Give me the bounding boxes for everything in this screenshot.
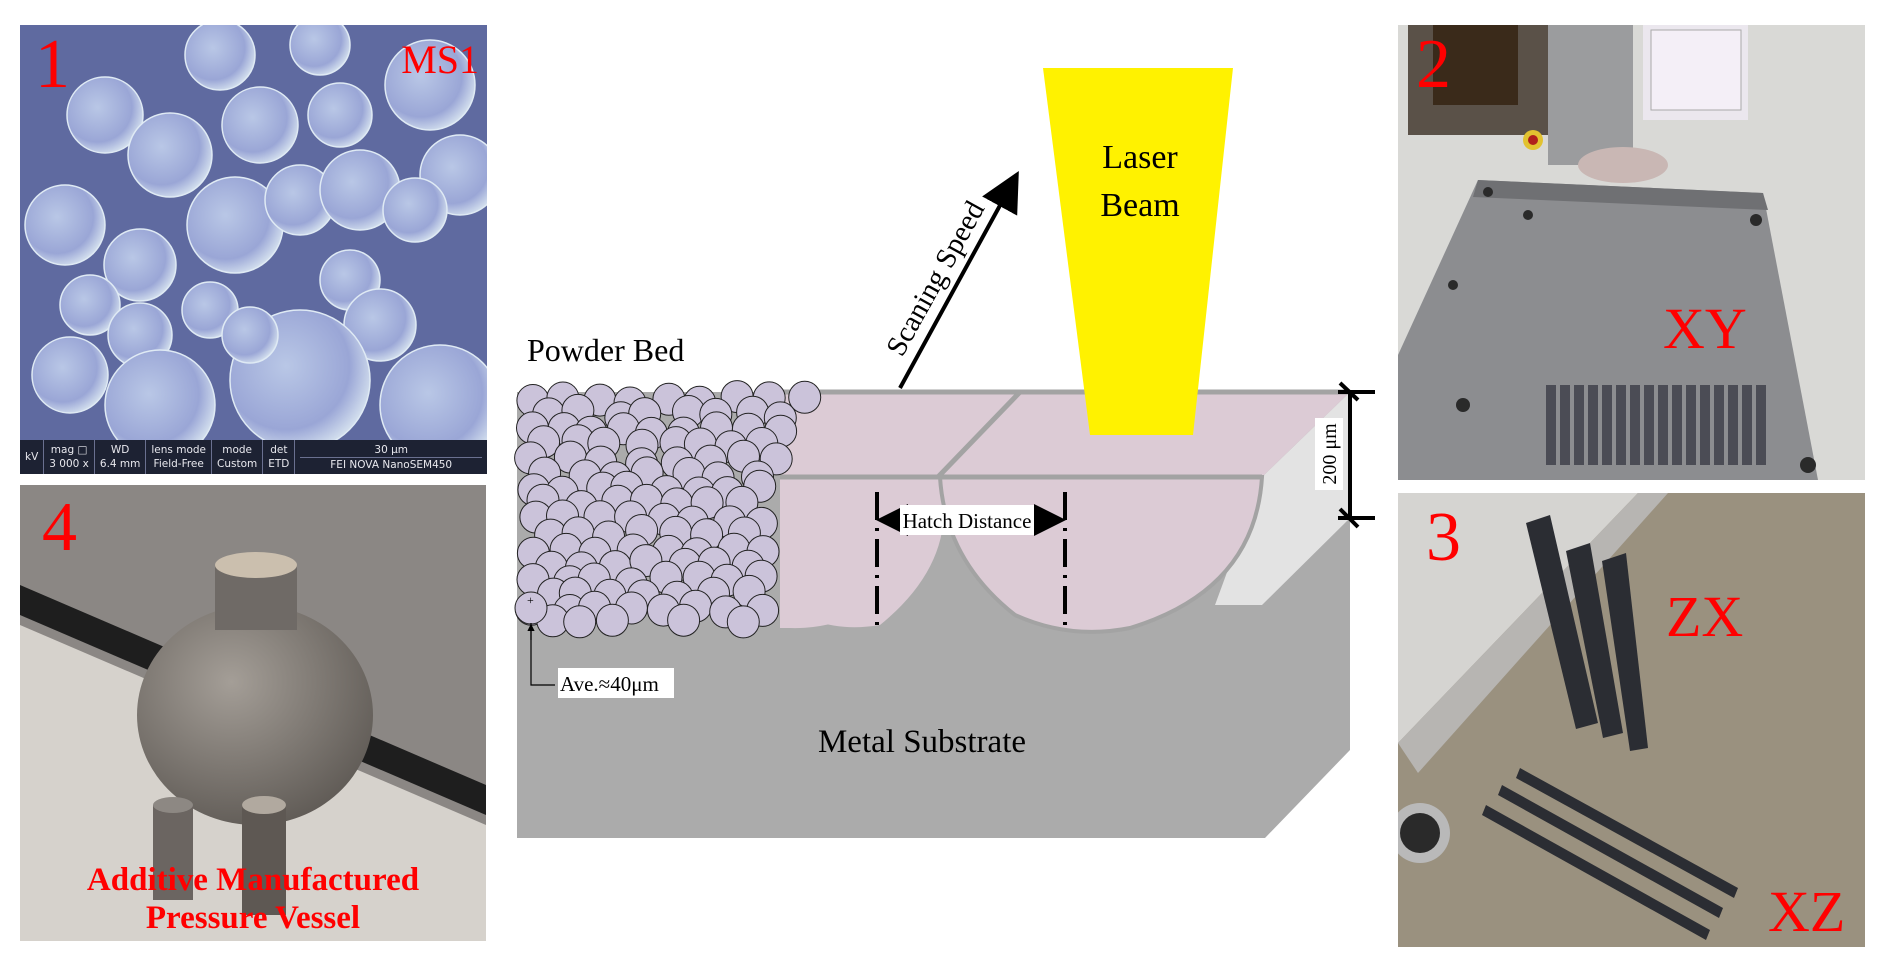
- pressure-vessel-caption: Additive Manufactured Pressure Vessel: [20, 861, 486, 937]
- powder-particle: [563, 605, 597, 639]
- slm-process-diagram: Hatch Distance Laser Beam Scaning Speed …: [514, 68, 1375, 838]
- powder-particle: [595, 603, 629, 637]
- powder-bed: +: [514, 380, 822, 639]
- powder-particle: [788, 380, 822, 414]
- sem-cell-mag: mag □3 000 x: [44, 440, 95, 474]
- caption-line-2: Pressure Vessel: [145, 900, 361, 936]
- scan-speed-label: Scaning Speed: [880, 195, 991, 361]
- sem-particles-image: [20, 25, 487, 474]
- panel-number-4: 4: [42, 489, 77, 566]
- orientation-tag-xy: XY: [1663, 296, 1747, 361]
- orientation-tag-xz: XZ: [1768, 879, 1846, 944]
- sem-scale-bar: 30 μm: [300, 443, 482, 458]
- panel-number-3: 3: [1426, 499, 1461, 576]
- build-plate-image: [1398, 25, 1865, 480]
- metal-substrate-label: Metal Substrate: [818, 724, 1026, 760]
- orientation-tag-zx: ZX: [1666, 584, 1744, 649]
- layer-thickness-label: 200 μm: [1319, 423, 1341, 485]
- pressure-vessel-image: [20, 485, 486, 941]
- top-layer: [780, 392, 1350, 477]
- laser-label-line2: Beam: [1100, 187, 1179, 224]
- scan-direction-arrow: [898, 170, 1019, 389]
- pressure-vessel-photo-panel: 4 Additive Manufactured Pressure Vessel: [20, 485, 486, 941]
- laser-beam: [1043, 68, 1233, 435]
- sem-instrument: FEI NOVA NanoSEM450: [330, 458, 453, 471]
- specimen-orientation-panel: 3 ZX XZ: [1398, 493, 1865, 947]
- material-tag: MS1: [401, 37, 479, 82]
- specimen-image: [1398, 493, 1865, 947]
- caption-line-1: Additive Manufactured: [86, 862, 420, 898]
- build-plate-xy-panel: 2 XY: [1398, 25, 1865, 480]
- particle-size-label: Ave.≈40μm: [560, 672, 659, 696]
- panel-number-1: 1: [35, 26, 70, 103]
- powder-particle: [667, 603, 701, 637]
- center-marker: +: [527, 593, 534, 607]
- hatch-distance-label: Hatch Distance: [903, 509, 1032, 533]
- powder-particle: [726, 605, 760, 639]
- powder-bed-label: Powder Bed: [527, 332, 684, 368]
- sem-cell-hv: kV: [20, 440, 45, 474]
- panel-number-2: 2: [1416, 26, 1451, 103]
- laser-label-line1: Laser: [1102, 139, 1178, 176]
